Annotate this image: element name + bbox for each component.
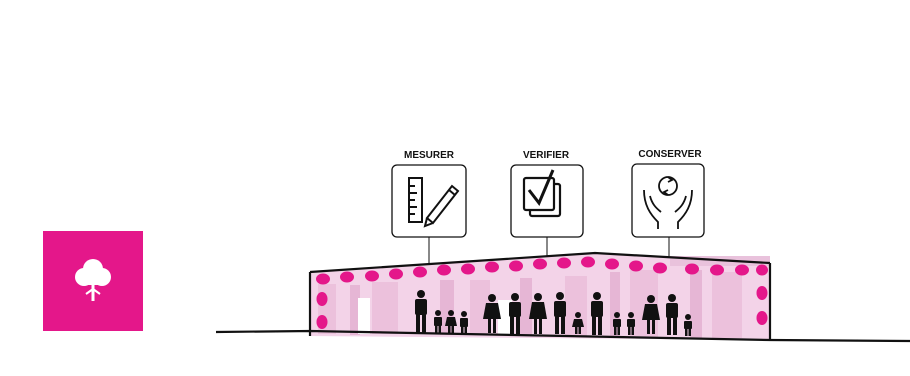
child-figure — [627, 312, 635, 335]
child-figure — [613, 312, 621, 335]
adult-figure — [666, 294, 678, 335]
adult-figure — [554, 292, 566, 334]
child-figure — [445, 310, 457, 334]
action-label-conserver: CONSERVER — [638, 149, 702, 160]
people-silhouettes — [415, 290, 692, 336]
ruler-pencil-icon — [408, 177, 460, 228]
action-label-verifier: VERIFIER — [523, 150, 570, 161]
tree-badge — [43, 231, 143, 331]
action-label-mesurer: MESURER — [404, 150, 455, 161]
adult-figure — [509, 293, 521, 334]
adult-figure — [415, 290, 427, 333]
checkbox-check-icon — [522, 169, 562, 218]
action-box-conserver — [631, 163, 705, 238]
adult-figure — [642, 295, 660, 334]
child-figure — [684, 314, 692, 336]
adult-figure — [483, 294, 501, 333]
adult-figure — [591, 292, 603, 335]
adult-figure — [529, 293, 547, 334]
hands-recycle-icon — [643, 176, 693, 229]
child-figure — [572, 312, 584, 334]
tree-icon — [75, 259, 111, 301]
action-box-mesurer — [391, 164, 467, 238]
ground-line — [215, 329, 910, 343]
action-box-verifier — [510, 164, 584, 238]
insulation-dots — [316, 256, 768, 329]
child-figure — [434, 310, 442, 334]
child-figure — [460, 311, 468, 334]
